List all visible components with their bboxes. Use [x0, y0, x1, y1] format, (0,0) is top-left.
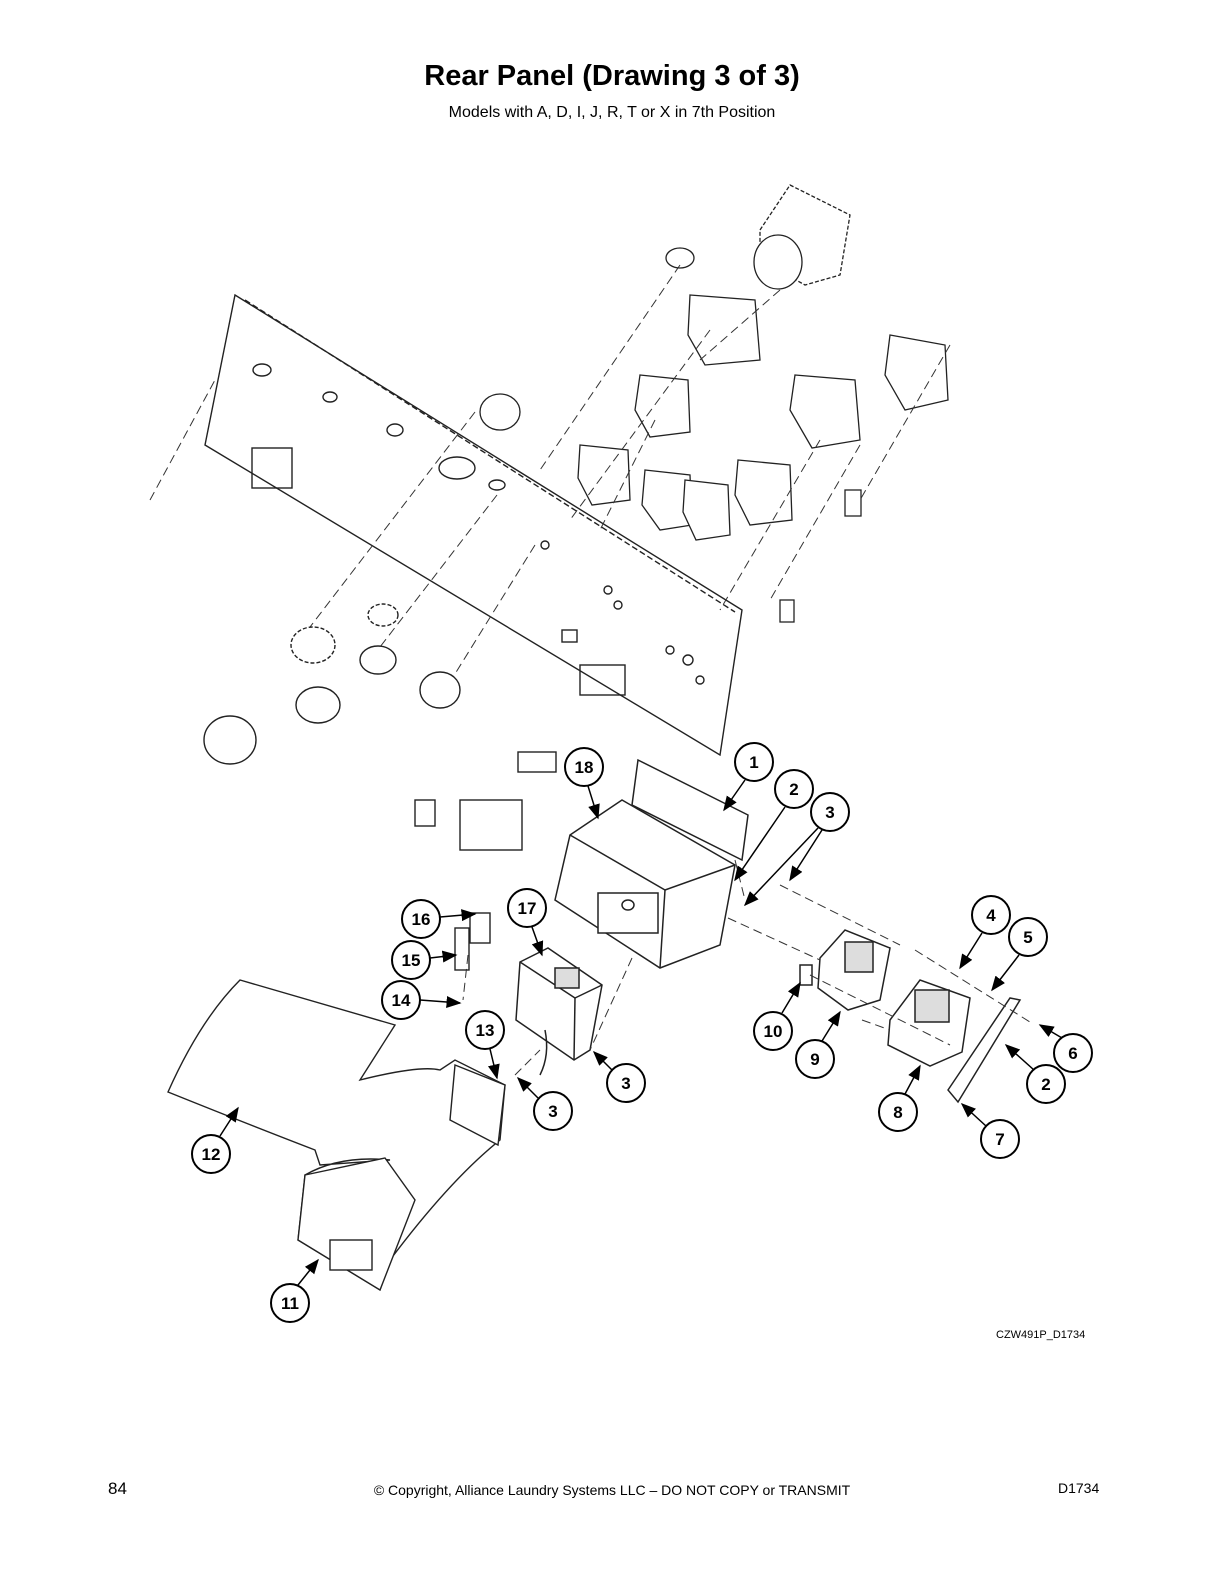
- callout-14: 14: [381, 980, 462, 1020]
- svg-text:18: 18: [575, 758, 594, 777]
- callout-3-lower: 3: [516, 1076, 573, 1131]
- svg-text:1: 1: [749, 753, 758, 772]
- callout-8: 8: [878, 1064, 921, 1132]
- callout-18: 18: [564, 747, 604, 820]
- callout-5: 5: [991, 917, 1048, 992]
- callout-13: 13: [465, 1010, 505, 1080]
- svg-text:15: 15: [402, 951, 421, 970]
- svg-text:9: 9: [810, 1050, 819, 1069]
- svg-text:11: 11: [281, 1294, 299, 1313]
- svg-text:7: 7: [995, 1130, 1004, 1149]
- svg-text:3: 3: [825, 803, 834, 822]
- callout-11: 11: [270, 1258, 319, 1323]
- callout-7: 7: [960, 1102, 1020, 1159]
- callout-1: 1: [723, 742, 774, 812]
- callout-3-upper: 3: [743, 792, 850, 907]
- svg-text:3: 3: [621, 1074, 630, 1093]
- svg-text:3: 3: [548, 1102, 557, 1121]
- callout-10: 10: [753, 981, 801, 1051]
- callout-17: 17: [507, 888, 547, 957]
- callout-4: 4: [959, 895, 1011, 970]
- rear-panel-plate: [204, 293, 743, 757]
- page-number: 84: [108, 1479, 127, 1498]
- callout-2: 2: [734, 769, 814, 882]
- callout-6: 6: [1038, 1024, 1093, 1073]
- svg-text:17: 17: [518, 899, 537, 918]
- svg-text:4: 4: [986, 906, 996, 925]
- callout-3-middle: 3: [592, 1050, 646, 1103]
- callout-16: 16: [401, 899, 477, 939]
- svg-text:13: 13: [476, 1021, 495, 1040]
- control-box: [515, 947, 603, 1076]
- enclosure-assembly: [554, 758, 749, 969]
- svg-text:16: 16: [412, 910, 431, 929]
- svg-text:5: 5: [1023, 928, 1032, 947]
- cable-glands: [203, 603, 557, 851]
- document-code: D1734: [1058, 1480, 1100, 1496]
- svg-text:12: 12: [202, 1145, 221, 1164]
- callout-15: 15: [391, 940, 458, 980]
- page-title: Rear Panel (Drawing 3 of 3): [424, 60, 800, 92]
- cover-assembly: [167, 912, 506, 1292]
- svg-text:14: 14: [392, 991, 411, 1010]
- page-subtitle: Models with A, D, I, J, R, T or X in 7th…: [448, 104, 776, 121]
- upper-components: [479, 184, 949, 623]
- assembly-lines-upper: [149, 264, 951, 691]
- callout-12: 12: [191, 1106, 239, 1174]
- transformer-assembly: [799, 929, 1022, 1104]
- copyright-notice: © Copyright, Alliance Laundry Systems LL…: [373, 1482, 851, 1498]
- svg-text:6: 6: [1068, 1044, 1077, 1063]
- callout-2-lower: 2: [1004, 1044, 1066, 1104]
- svg-text:10: 10: [764, 1022, 783, 1041]
- drawing-id: CZW491P_D1734: [996, 1329, 1086, 1341]
- svg-text:2: 2: [789, 780, 798, 799]
- callout-9: 9: [795, 1010, 841, 1079]
- svg-text:2: 2: [1041, 1075, 1050, 1094]
- svg-text:8: 8: [893, 1103, 902, 1122]
